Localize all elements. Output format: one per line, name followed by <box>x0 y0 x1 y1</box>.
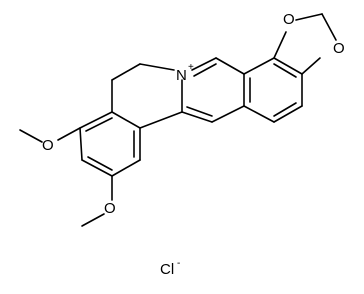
bond-double-inner <box>273 102 297 117</box>
bond <box>295 13 323 21</box>
bond <box>181 111 213 123</box>
atom-oxygen-methoxy-lower: O <box>104 200 116 217</box>
atom-oxygen-dioxole-top: O <box>283 11 295 28</box>
bond <box>273 57 303 75</box>
counterion-charge: - <box>177 258 180 269</box>
atom-nitrogen-charge: + <box>188 62 194 73</box>
atom-nitrogen: N <box>176 67 187 84</box>
bond-double-inner <box>186 106 213 117</box>
bond <box>273 31 287 59</box>
bond <box>139 111 183 129</box>
bond-double-inner <box>193 63 217 77</box>
atom-labels: N + O O O O <box>42 11 345 217</box>
bond <box>111 159 141 177</box>
counterion: Cl - <box>160 258 180 278</box>
bond <box>19 129 43 143</box>
bond <box>243 105 275 123</box>
bond <box>211 105 245 123</box>
bond-double-inner <box>87 156 113 171</box>
bond <box>321 13 337 41</box>
bond <box>57 127 81 141</box>
bond <box>79 127 83 161</box>
bond <box>215 57 245 75</box>
bond <box>81 159 113 177</box>
counterion-chloride: Cl <box>160 261 174 278</box>
bond <box>243 57 275 75</box>
bond <box>79 111 113 129</box>
bond-double-inner <box>85 117 113 132</box>
bond <box>191 57 217 71</box>
bond <box>273 105 303 123</box>
bond <box>81 213 105 227</box>
bond-skeleton <box>19 13 337 227</box>
bond <box>139 63 175 71</box>
bond <box>111 63 141 81</box>
atom-oxygen-dioxole-bottom: O <box>333 40 345 57</box>
bond-double-inner <box>273 63 297 78</box>
atom-oxygen-methoxy-upper: O <box>42 137 54 154</box>
bond <box>301 57 321 75</box>
bond <box>111 111 141 129</box>
